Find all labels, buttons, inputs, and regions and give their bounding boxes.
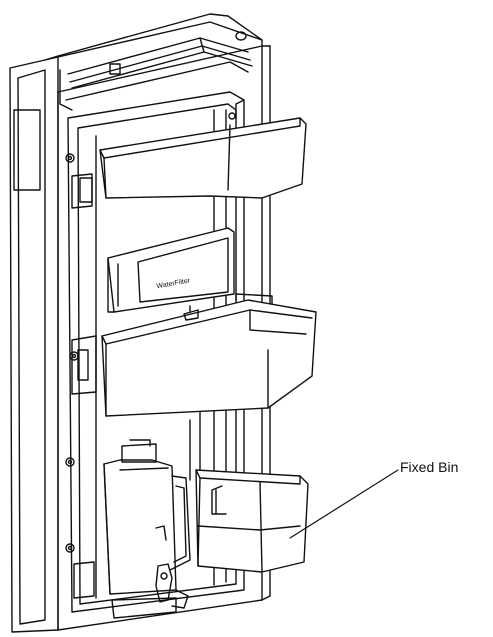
left-rail-details [65, 153, 97, 599]
fixed-bin-callout-label: Fixed Bin [400, 459, 459, 475]
door-frame [9, 13, 271, 633]
middle-door-bin [101, 293, 317, 417]
dispenser-pitcher [103, 439, 191, 619]
fixed-bin [195, 469, 309, 573]
water-filter-housing: WaterFilter [107, 227, 235, 313]
upper-door-bin [99, 99, 307, 199]
top-rim [59, 31, 253, 111]
fixed-bin-leader-line [289, 469, 399, 539]
